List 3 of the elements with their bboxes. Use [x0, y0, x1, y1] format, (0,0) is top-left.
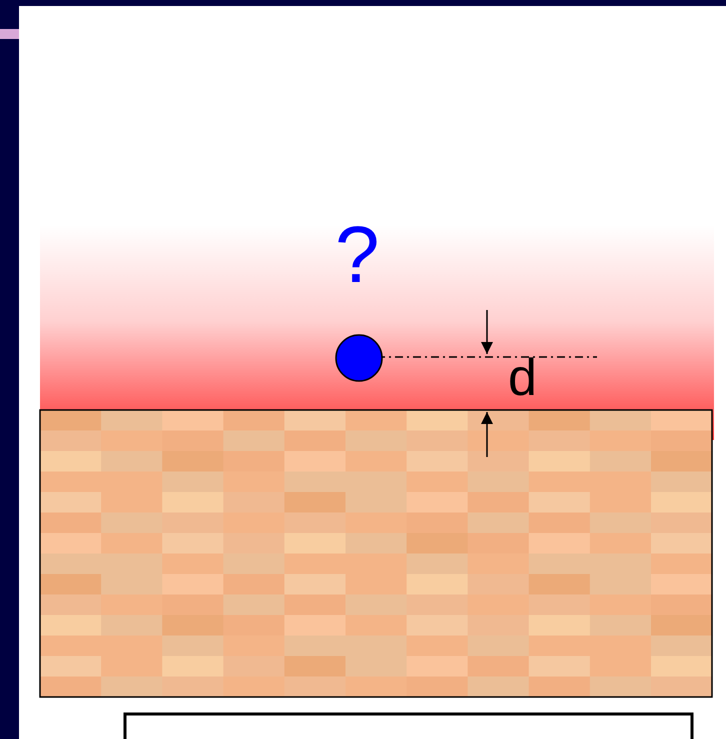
distance-label: d	[508, 352, 537, 404]
question-mark: ?	[335, 215, 380, 295]
empty-box	[124, 712, 694, 739]
